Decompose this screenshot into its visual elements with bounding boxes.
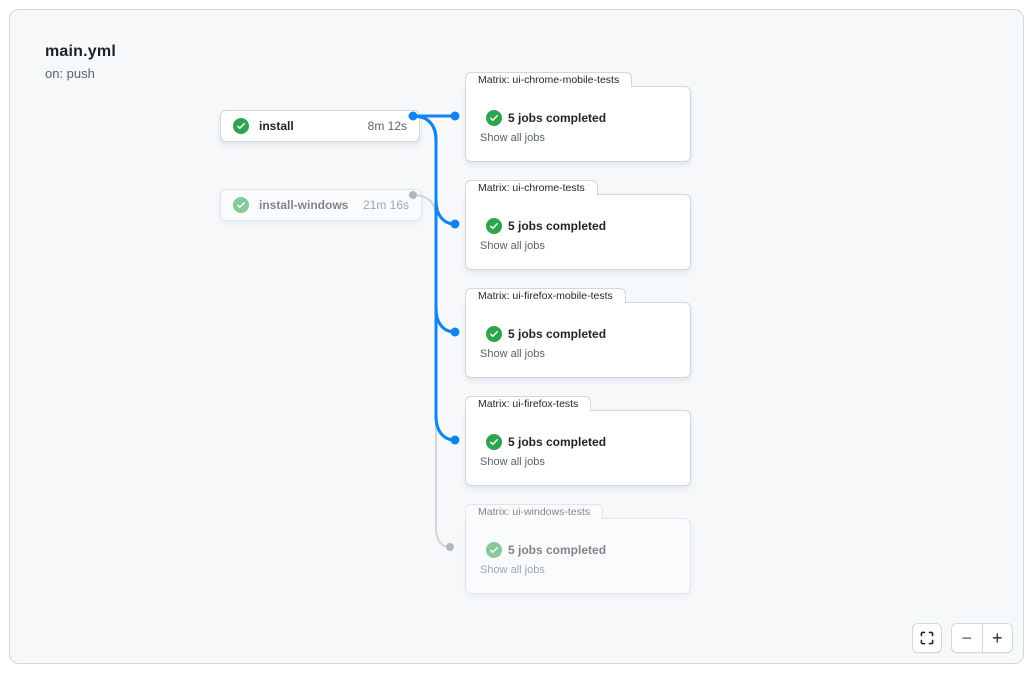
check-circle-icon (233, 118, 249, 134)
matrix-group-tab: Matrix: ui-chrome-tests (465, 180, 598, 195)
zoom-out-button[interactable]: − (952, 624, 983, 652)
matrix-group-card: 5 jobs completed Show all jobs (465, 86, 691, 162)
matrix-group-tab: Matrix: ui-windows-tests (465, 504, 604, 519)
check-circle-icon (233, 197, 249, 213)
check-circle-icon (486, 434, 502, 450)
plus-icon: + (991, 627, 1003, 648)
show-all-jobs-link[interactable]: Show all jobs (480, 348, 545, 360)
jobs-completed-text: 5 jobs completed (508, 327, 607, 341)
jobs-completed-text: 5 jobs completed (508, 543, 607, 557)
job-label: install-windows (259, 198, 349, 212)
matrix-group-card: 5 jobs completed Show all jobs (465, 194, 691, 270)
check-circle-icon (486, 326, 502, 342)
show-all-jobs-link[interactable]: Show all jobs (480, 240, 545, 252)
fullscreen-button[interactable] (912, 623, 942, 653)
job-duration: 21m 16s (362, 198, 409, 212)
check-circle-icon (486, 110, 502, 126)
jobs-completed-text: 5 jobs completed (508, 435, 607, 449)
show-all-jobs-link[interactable]: Show all jobs (480, 132, 545, 144)
job-node-install[interactable]: install 8m 12s (220, 110, 420, 142)
show-all-jobs-link[interactable]: Show all jobs (480, 456, 545, 468)
workflow-header: main.yml on: push (45, 43, 116, 81)
zoom-control: − + (951, 623, 1013, 653)
job-node-install-windows[interactable]: install-windows 21m 16s (220, 189, 422, 221)
matrix-group-card: 5 jobs completed Show all jobs (465, 518, 691, 594)
job-duration: 8m 12s (367, 119, 407, 133)
matrix-group-tab: Matrix: ui-firefox-mobile-tests (465, 288, 626, 303)
check-circle-icon (486, 542, 502, 558)
jobs-completed-text: 5 jobs completed (508, 111, 607, 125)
workflow-trigger: on: push (45, 66, 95, 81)
workflow-title: main.yml (45, 43, 116, 60)
fullscreen-icon (920, 631, 934, 645)
matrix-group-card: 5 jobs completed Show all jobs (465, 410, 691, 486)
job-label: install (259, 119, 294, 133)
workflow-graph-canvas[interactable]: main.yml on: push install 8m 12s install… (9, 9, 1024, 664)
zoom-in-button[interactable]: + (982, 624, 1012, 652)
matrix-group-card: 5 jobs completed Show all jobs (465, 302, 691, 378)
matrix-group-tab: Matrix: ui-chrome-mobile-tests (465, 72, 633, 87)
matrix-group-tab: Matrix: ui-firefox-tests (465, 396, 592, 411)
jobs-completed-text: 5 jobs completed (508, 219, 607, 233)
show-all-jobs-link[interactable]: Show all jobs (480, 564, 545, 576)
minus-icon: − (961, 627, 972, 648)
check-circle-icon (486, 218, 502, 234)
